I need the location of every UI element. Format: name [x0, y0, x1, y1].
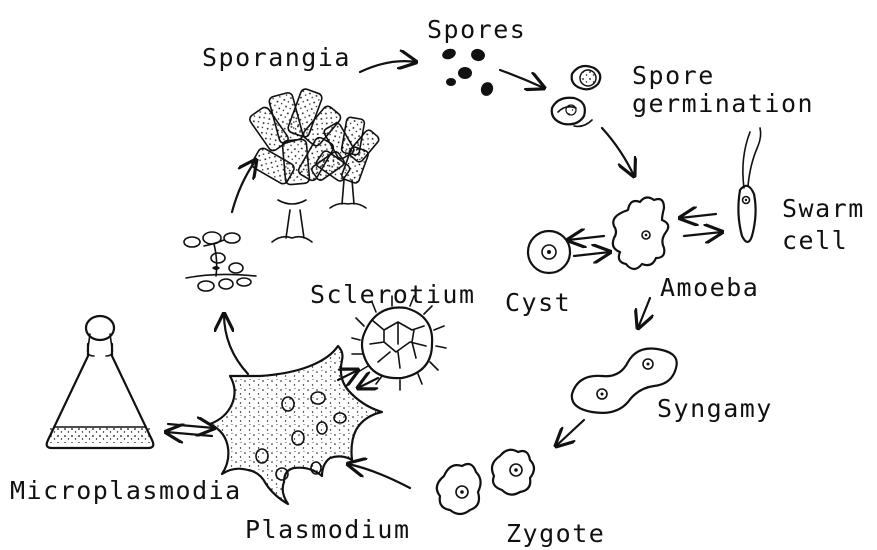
cyst-illustration	[528, 231, 570, 273]
label-zygote: Zygote	[506, 521, 605, 546]
sclerotium-illustration	[352, 296, 446, 390]
label-spores: Spores	[427, 17, 526, 42]
spores-illustration	[441, 47, 495, 98]
label-plasmodium: Plasmodium	[245, 517, 411, 542]
developing-sporangia-illustration	[184, 232, 256, 291]
label-syngamy: Syngamy	[657, 396, 773, 421]
label-swarm-cell-line1: Swarm	[782, 196, 865, 221]
label-spore-germination-line1: Spore	[632, 63, 715, 88]
label-microplasmodia: Microplasmodia	[10, 478, 242, 503]
label-amoeba: Amoeba	[660, 275, 759, 300]
label-spore-germination-line2: germination	[632, 91, 814, 116]
spore-germination-illustration	[552, 66, 601, 126]
label-sporangia: Sporangia	[202, 45, 351, 70]
flask-illustration	[47, 316, 154, 448]
amoeba-illustration	[613, 197, 668, 269]
label-cyst: Cyst	[505, 290, 571, 315]
swarm-cell-illustration	[738, 128, 760, 242]
zygote-illustration	[437, 450, 534, 514]
sporangia-illustration	[248, 88, 380, 242]
label-swarm-cell-line2: cell	[782, 228, 848, 253]
label-sclerotium: Sclerotium	[310, 282, 476, 307]
